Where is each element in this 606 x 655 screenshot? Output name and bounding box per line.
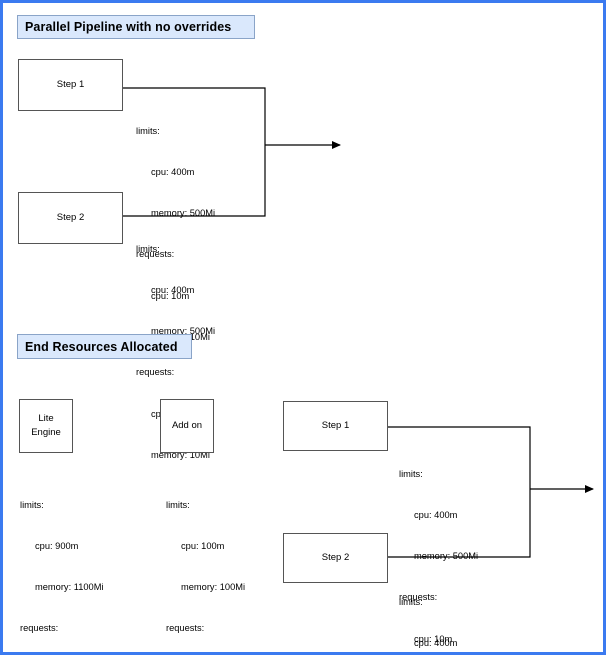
spec-limits-cpu: cpu: 400m	[151, 166, 195, 177]
spec-limits-label: limits:	[136, 243, 160, 254]
spec-requests-label: requests:	[136, 249, 175, 260]
spec-requests-memory: memory: 10Mi	[151, 449, 210, 460]
spec-limits-label: limits:	[136, 125, 160, 136]
spec-limits-label: limits:	[399, 468, 423, 479]
spec-limits-cpu: cpu: 400m	[414, 509, 458, 520]
diagram-canvas: Parallel Pipeline with no overrides Step…	[3, 3, 603, 652]
node-lite-engine-label: Lite Engine	[31, 413, 61, 438]
spec-step-2-top: limits: cpu: 400m memory: 500Mi requests…	[136, 215, 215, 490]
section-title-parallel-pipeline: Parallel Pipeline with no overrides	[17, 15, 255, 39]
spec-limits-cpu: cpu: 400m	[151, 284, 195, 295]
spec-requests-cpu: cpu: 10m	[151, 290, 190, 301]
spec-requests-label: requests:	[399, 592, 438, 603]
spec-lite-engine: limits: cpu: 900m memory: 1100Mi request…	[20, 471, 104, 652]
node-step-1-top[interactable]: Step 1	[18, 59, 123, 111]
node-step-2-top[interactable]: Step 2	[18, 192, 123, 244]
spec-limits-memory: memory: 100Mi	[181, 582, 246, 592]
spec-requests-label: requests:	[136, 367, 175, 378]
spec-limits-memory: memory: 500Mi	[151, 326, 216, 336]
spec-requests-cpu: cpu: 10m	[414, 633, 453, 644]
spec-limits-memory: memory: 1100Mi	[35, 582, 104, 592]
node-step-2-bottom[interactable]: Step 2	[283, 533, 388, 583]
spec-limits-label: limits:	[399, 596, 423, 607]
spec-requests-label: requests:	[166, 623, 205, 634]
spec-limits-cpu: cpu: 100m	[181, 540, 225, 551]
section-title-end-resources: End Resources Allocated	[17, 334, 192, 359]
spec-limits-label: limits:	[166, 499, 190, 510]
spec-limits-memory: memory: 500Mi	[414, 551, 479, 561]
node-lite-engine[interactable]: Lite Engine	[19, 399, 73, 453]
node-step-1-bottom[interactable]: Step 1	[283, 401, 388, 451]
spec-limits-label: limits:	[20, 499, 44, 510]
spec-step-2-bottom: limits: cpu: 400m memory: 500Mi requests…	[399, 568, 478, 652]
spec-limits-cpu: cpu: 900m	[35, 540, 79, 551]
spec-requests-label: requests:	[20, 623, 59, 634]
spec-add-on: limits: cpu: 100m memory: 100Mi requests…	[166, 471, 246, 652]
node-add-on[interactable]: Add on	[160, 399, 214, 453]
spec-limits-cpu: cpu: 400m	[414, 637, 458, 648]
